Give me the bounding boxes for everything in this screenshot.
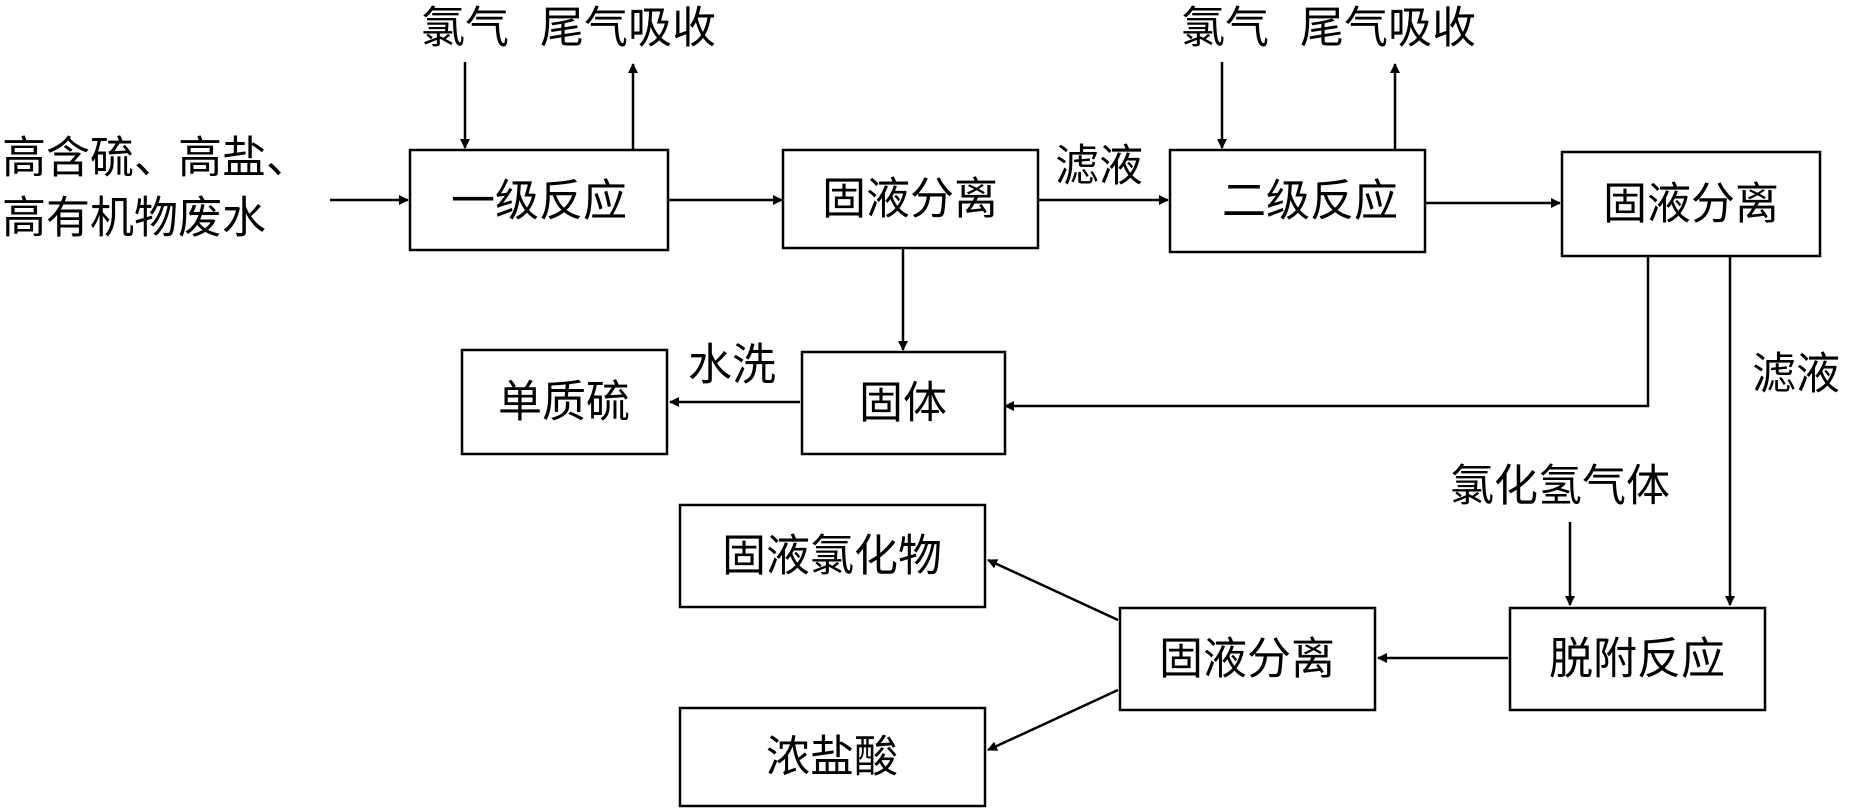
node-concentrated-hcl: 浓盐酸 [678,706,987,808]
node-separation-2: 固液分离 [1560,150,1822,258]
node-solid-label: 固体 [859,378,947,429]
node-desorption-label: 脱附反应 [1549,634,1725,685]
tail-gas-label-2: 尾气吸收 [1300,3,1476,54]
node-separation-2-label: 固液分离 [1603,179,1779,230]
connectors [330,62,1735,752]
chlorine-label-2: 氯气 [1181,3,1269,54]
water-wash-label: 水洗 [688,340,776,391]
tail-gas-label-1: 尾气吸收 [540,3,716,54]
hcl-gas-label: 氯化氢气体 [1450,461,1670,512]
node-stage1-label: 一级反应 [451,176,627,227]
arrow-sep3-to-chloride [987,558,1119,622]
node-chloride-label: 固液氯化物 [722,531,942,582]
node-stage2-reaction: 二级反应 [1168,148,1427,254]
node-separation-1-label: 固液分离 [822,174,998,225]
node-stage1-reaction: 一级反应 [408,148,670,252]
arrow-sep2-to-solid [1004,256,1650,411]
node-solid-liquid-chloride: 固液氯化物 [678,503,987,609]
node-elemental-sulfur: 单质硫 [460,348,669,456]
node-separation-3: 固液分离 [1118,606,1377,712]
node-elemental-sulfur-label: 单质硫 [498,377,630,428]
arrow-sep3-to-hcl [987,688,1119,752]
feed-label-line1: 高含硫、高盐、 [2,133,310,184]
node-stage2-label: 二级反应 [1222,176,1398,227]
chlorine-label-1: 氯气 [421,3,509,54]
node-separation-1: 固液分离 [781,148,1040,250]
node-separation-3-label: 固液分离 [1159,634,1335,685]
node-desorption-reaction: 脱附反应 [1508,606,1767,712]
feed-label-line2: 高有机物废水 [2,193,266,244]
node-solid: 固体 [800,350,1007,456]
node-concentrated-hcl-label: 浓盐酸 [766,732,898,783]
filtrate-label-2: 滤液 [1752,349,1840,400]
filtrate-label-1: 滤液 [1055,141,1143,192]
